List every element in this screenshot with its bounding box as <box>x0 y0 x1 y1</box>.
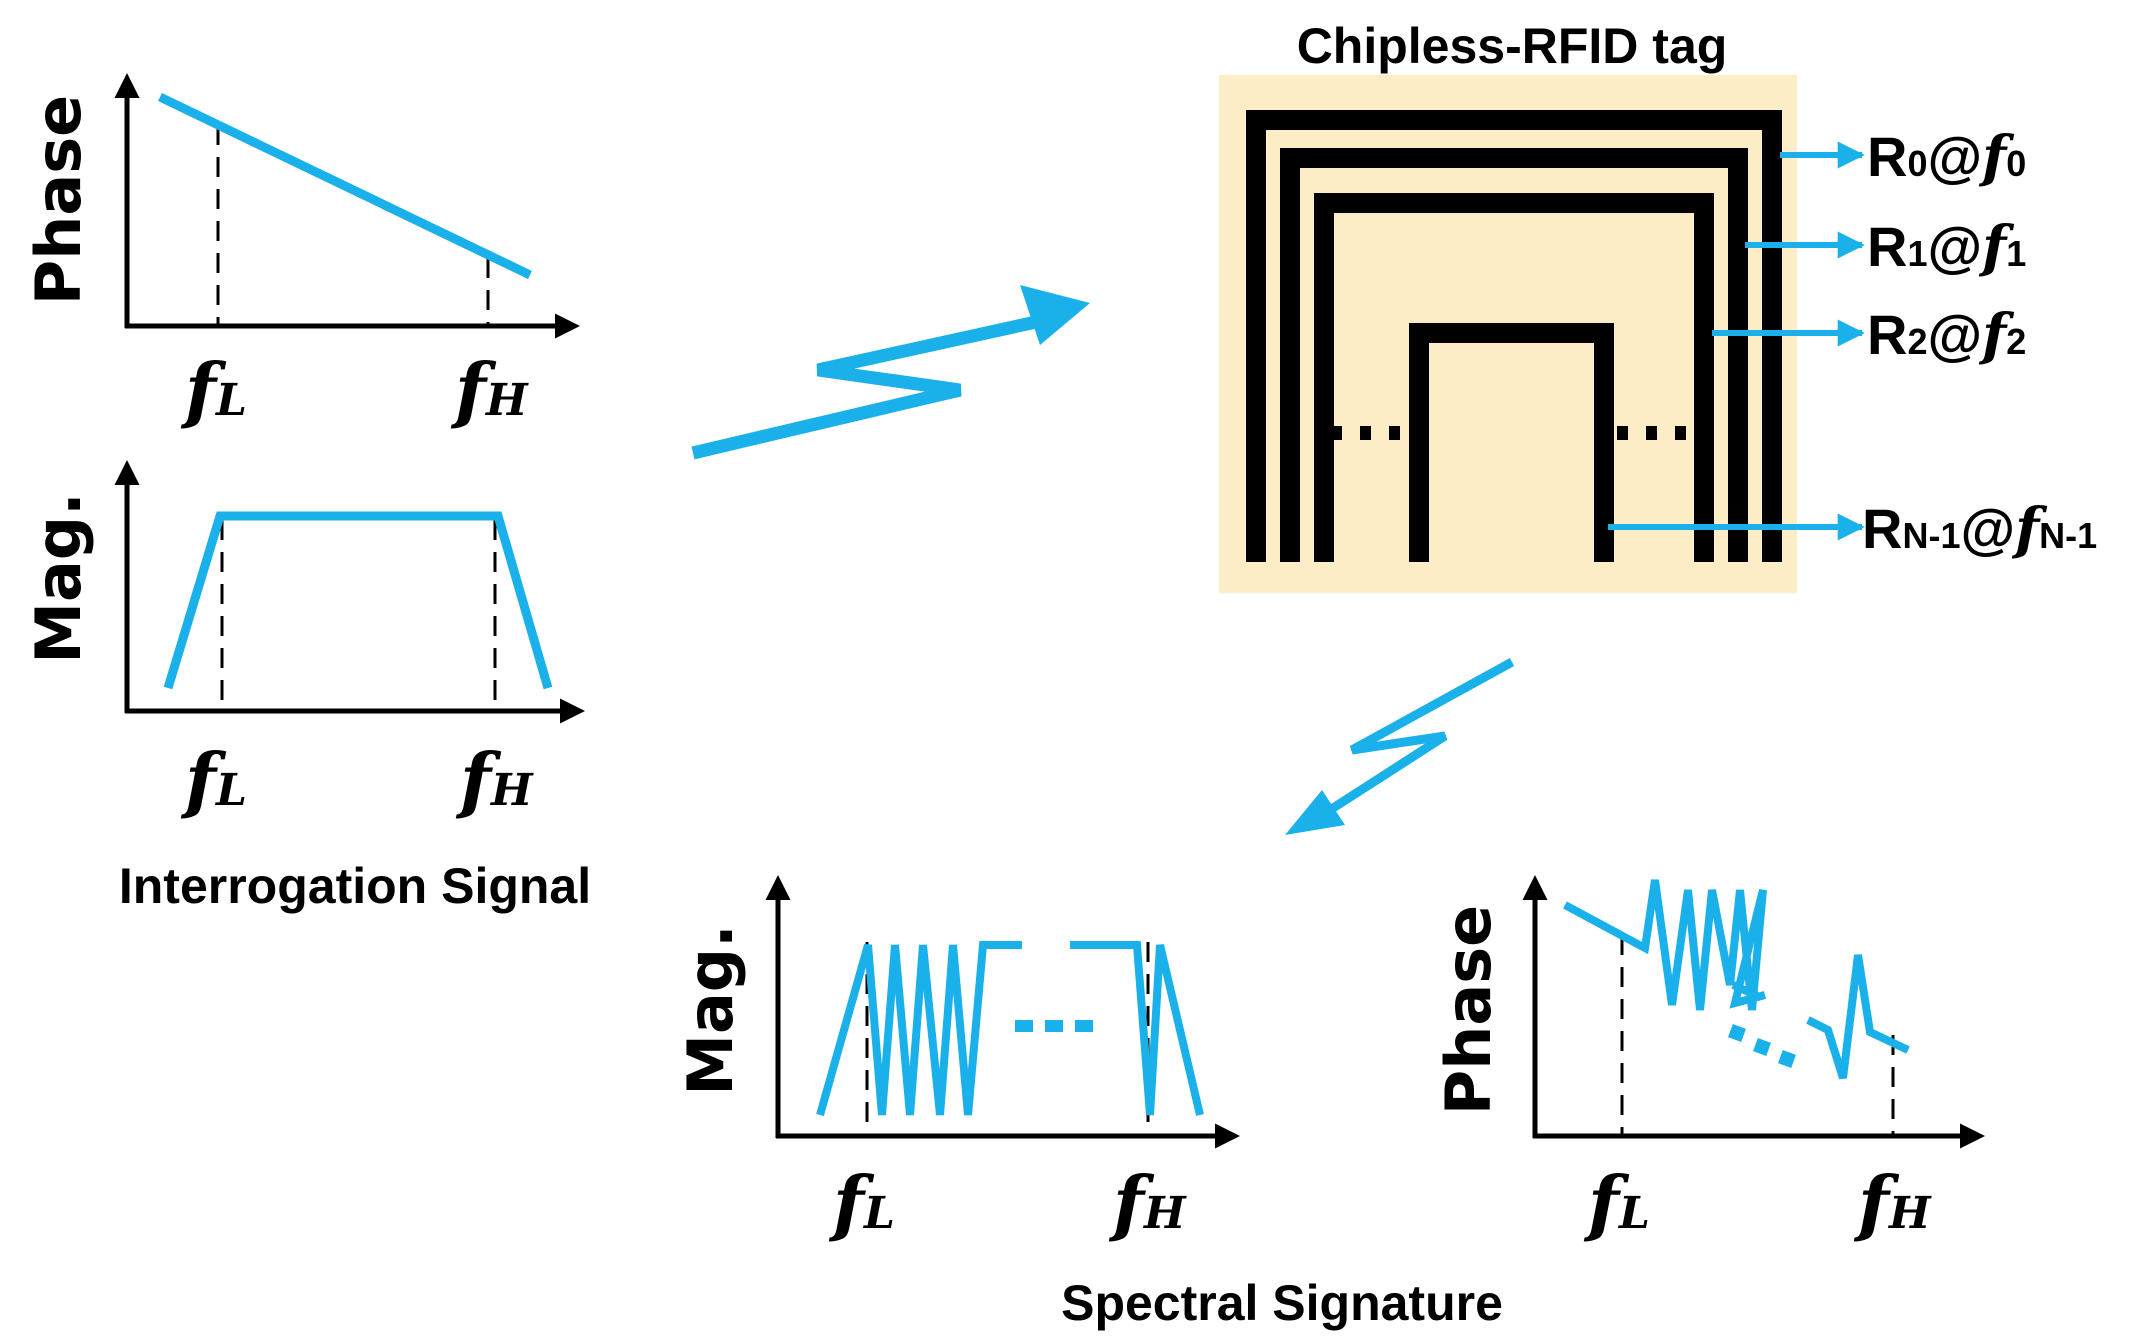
phase-signal-line <box>158 92 532 280</box>
fh-label: fH <box>450 347 529 432</box>
mag-signal-line <box>163 511 553 690</box>
fh-label: fH <box>1108 1160 1187 1245</box>
tag-title: Chipless-RFID tag <box>1297 18 1728 74</box>
resonator-0 <box>1246 110 1782 562</box>
transmit-lightning-arrow <box>691 285 1090 460</box>
resonator-ellipsis-left <box>1331 426 1400 440</box>
resonator-n-1 <box>1409 323 1614 562</box>
svg-text:R1@f1: R1@f1 <box>1867 214 2026 280</box>
fl-label: fL <box>180 737 247 822</box>
svg-text:RN-1@fN-1: RN-1@fN-1 <box>1862 496 2097 562</box>
y-axis-label: Mag. <box>22 492 95 663</box>
fl-label: fL <box>180 347 247 432</box>
mag-signature-line <box>816 941 987 1117</box>
y-axis-label: Mag. <box>674 924 747 1095</box>
signature-phase-plot: Phase fL fH <box>1432 875 1985 1245</box>
signature-mag-plot: Mag. fL fH <box>674 875 1240 1245</box>
svg-text:R2@f2: R2@f2 <box>1867 302 2026 368</box>
signature-caption: Spectral Signature <box>1061 1275 1503 1331</box>
phase-segment <box>1731 981 1762 1001</box>
phase-signature-line <box>1563 879 1767 1011</box>
mag-signature-tail <box>1107 941 1204 1116</box>
resonator-2 <box>1314 193 1714 562</box>
fh-label: fH <box>455 737 534 822</box>
resonator-ellipsis-right <box>1617 426 1686 440</box>
resonator-1 <box>1280 148 1748 562</box>
fl-label: fL <box>828 1160 895 1245</box>
resonator-label-n-1: RN-1@fN-1 <box>1608 496 2097 562</box>
resonator-label-0: R0@f0 <box>1780 124 2026 190</box>
mag-ellipsis <box>1015 1020 1093 1032</box>
y-axis-label: Phase <box>22 95 95 305</box>
backscatter-lightning-arrow <box>1285 658 1515 835</box>
phase-ellipsis <box>1728 1024 1796 1068</box>
fh-label: fH <box>1853 1160 1932 1245</box>
rfid-tag <box>1219 75 1797 593</box>
phase-signature-tail <box>1806 954 1910 1080</box>
svg-text:R0@f0: R0@f0 <box>1867 124 2026 190</box>
y-axis-label: Phase <box>1432 905 1505 1115</box>
interrogation-phase-plot: Phase fL fH <box>22 73 580 432</box>
interrogation-caption: Interrogation Signal <box>119 858 591 914</box>
fl-label: fL <box>1583 1160 1650 1245</box>
interrogation-mag-plot: Mag. fL fH <box>22 460 585 822</box>
